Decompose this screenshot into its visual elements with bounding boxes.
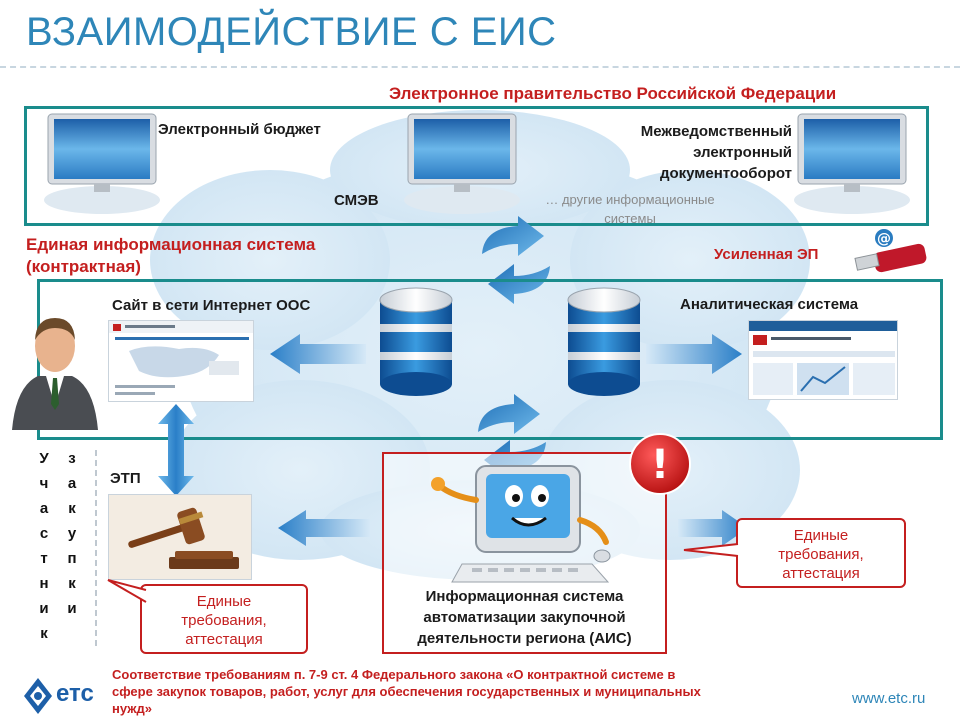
alert-icon: ! xyxy=(629,433,691,495)
businessman-icon xyxy=(12,318,98,430)
customers-label: з а к у п к и xyxy=(64,446,80,621)
participants-label: У ч а с т н и к xyxy=(36,446,52,646)
analytics-website-thumbnail xyxy=(748,320,898,400)
monitor-icon xyxy=(44,113,160,214)
computer-character-icon xyxy=(431,465,611,583)
requirements-line: аттестация xyxy=(185,631,263,648)
callout-pointer xyxy=(107,579,147,603)
eis-label-line: Единая информационная система xyxy=(26,235,316,254)
database-icon xyxy=(567,287,641,396)
analytics-label: Аналитическая система xyxy=(680,296,859,313)
requirements-line: аттестация xyxy=(782,565,860,582)
arrow-right-icon xyxy=(646,334,742,374)
ais-label-line: Информационная система xyxy=(425,588,624,605)
customers-letter: п xyxy=(67,550,77,567)
callout-pointer xyxy=(683,543,739,557)
egov-label: Электронное правительство Российской Фед… xyxy=(389,84,837,103)
gavel-image xyxy=(108,494,252,580)
participants-letter: к xyxy=(40,625,48,642)
website-link[interactable]: www.etc.ru xyxy=(852,690,926,707)
ais-label-line: деятельности региона (АИС) xyxy=(417,630,632,647)
arrow-vertical-icon xyxy=(158,404,194,496)
ais-label: Информационная система автоматизации зак… xyxy=(384,586,665,649)
arrow-left-icon xyxy=(278,510,370,546)
requirements-line: Единые xyxy=(793,527,849,544)
etc-logo-text: етс xyxy=(56,680,94,707)
participants-letter: н xyxy=(39,575,49,592)
egov-box xyxy=(24,106,929,226)
title-divider xyxy=(0,66,960,69)
monitor-icon xyxy=(404,113,520,214)
participants-letter: а xyxy=(39,500,49,517)
participants-letter: ч xyxy=(39,475,49,492)
usb-key-icon: @ xyxy=(854,229,927,273)
requirements-line: Единые xyxy=(196,593,252,610)
oos-website-thumbnail xyxy=(108,320,254,402)
customers-letter: к xyxy=(68,500,76,517)
arrow-right-icon xyxy=(678,510,748,546)
footer-text: Соответствие требованиям п. 7-9 ст. 4 Фе… xyxy=(112,666,842,717)
etc-logo-icon xyxy=(24,678,52,714)
medo-line: Межведомственный xyxy=(640,123,792,140)
customers-letter: и xyxy=(67,600,77,617)
medo-label: Межведомственный электронный документооб… xyxy=(560,121,792,184)
other-systems-line: системы xyxy=(604,211,656,226)
strong-signature-label: Усиленная ЭП xyxy=(714,246,819,263)
alert-symbol: ! xyxy=(651,442,669,488)
exchange-arrows-icon xyxy=(482,216,550,304)
requirements-line: требования, xyxy=(181,612,267,629)
page-title: ВЗАИМОДЕЙСТВИЕ С ЕИС xyxy=(26,10,557,54)
participants-divider xyxy=(95,450,97,646)
customers-letter: к xyxy=(68,575,76,592)
footer-line: сфере закупок товаров, работ, услуг для … xyxy=(112,684,701,699)
participants-letter: и xyxy=(39,600,49,617)
customers-letter: з xyxy=(68,450,76,467)
requirements-line: требования, xyxy=(778,546,864,563)
smev-label: СМЭВ xyxy=(334,192,379,209)
ais-label-line: автоматизации закупочной xyxy=(423,609,626,626)
database-icon xyxy=(379,287,453,396)
medo-line: документооборот xyxy=(659,165,792,182)
etp-label: ЭТП xyxy=(110,470,141,487)
participants-letter: У xyxy=(39,450,49,467)
customers-letter: а xyxy=(67,475,77,492)
medo-line: электронный xyxy=(693,144,792,161)
other-systems-label: … другие информационные системы xyxy=(520,190,740,228)
customers-letter: у xyxy=(67,525,77,542)
participants-letter: т xyxy=(40,550,48,567)
e-budget-label: Электронный бюджет xyxy=(158,121,321,138)
eis-label-line: (контрактная) xyxy=(26,257,141,276)
footer-line: Соответствие требованиям п. 7-9 ст. 4 Фе… xyxy=(112,667,676,682)
participants-letter: с xyxy=(39,525,49,542)
at-symbol: @ xyxy=(877,231,891,247)
monitor-icon xyxy=(794,113,910,214)
requirements-callout-right: Единые требования, аттестация xyxy=(736,518,906,588)
footer-line: нужд» xyxy=(112,701,152,716)
other-systems-line: … другие информационные xyxy=(545,192,715,207)
requirements-callout-left: Единые требования, аттестация xyxy=(140,584,308,654)
eis-label: Единая информационная система (контрактн… xyxy=(26,234,315,278)
oos-site-label: Сайт в сети Интернет ООС xyxy=(112,297,311,314)
arrow-left-icon xyxy=(270,334,366,374)
